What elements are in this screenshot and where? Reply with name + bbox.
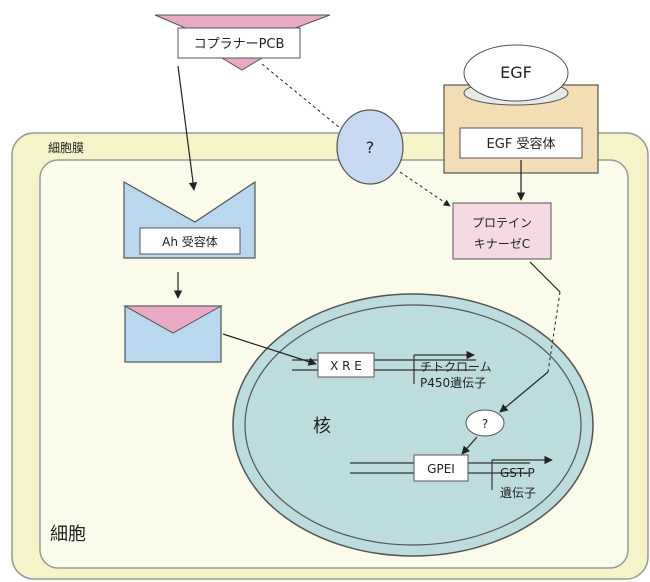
arrow-kinase-dashed-into-nucleus (547, 291, 561, 373)
arrow-unknown-to-kinase (399, 171, 451, 207)
gst-p-gene: GST-P 遺伝子 (491, 455, 553, 500)
ah-receptor: Ah 受容体 (123, 180, 256, 259)
arrow-kinase-to-nucleus (529, 261, 561, 293)
unknown-factor-small (465, 409, 505, 437)
coplanar-pcb-label: コプラナーPCB (194, 37, 285, 52)
coplanar-pcb: コプラナーPCB (154, 14, 331, 71)
gpei-element: GPEI (350, 454, 530, 482)
xre-label: X R E (330, 359, 362, 373)
gst-p-line1: GST-P (500, 466, 535, 480)
unknown-factor-label: ? (366, 138, 375, 157)
nucleus-label: 核 (313, 416, 331, 437)
ah-receptor-label: Ah 受容体 (162, 234, 218, 249)
egf-label: EGF (500, 63, 532, 82)
unknown-factor-small-label: ? (482, 417, 488, 431)
egf-receptor-complex: EGF EGF 受容体 (443, 44, 599, 174)
cytochrome-line1: チトクローム (420, 360, 492, 374)
arrow-pcb-to-ah-receptor (177, 65, 198, 191)
arrow-small-unknown-to-gpei (461, 436, 478, 455)
arrow-complex-to-xre (222, 333, 317, 366)
ah-pcb-complex (123, 305, 223, 363)
egf-receptor-label: EGF 受容体 (487, 136, 556, 152)
gst-p-line2: 遺伝子 (500, 485, 536, 500)
cell-label: 細胞 (50, 524, 86, 545)
nucleus-inner (244, 304, 582, 546)
gpei-label: GPEI (427, 462, 455, 476)
cell-membrane-label: 細胞膜 (48, 141, 84, 155)
xre-element: X R E (292, 352, 476, 378)
cytochrome-p450-gene: チトクローム P450遺伝子 (413, 350, 492, 390)
cytochrome-line2: P450遺伝子 (420, 375, 486, 390)
arrow-to-small-unknown (499, 371, 549, 413)
arrow-pcb-to-unknown (261, 63, 341, 129)
protein-kinase-c-line2: キナーゼC (474, 237, 530, 251)
unknown-factor (336, 109, 404, 185)
protein-kinase-c: プロテイン キナーゼC (452, 202, 552, 260)
protein-kinase-c-line1: プロテイン (472, 216, 532, 230)
